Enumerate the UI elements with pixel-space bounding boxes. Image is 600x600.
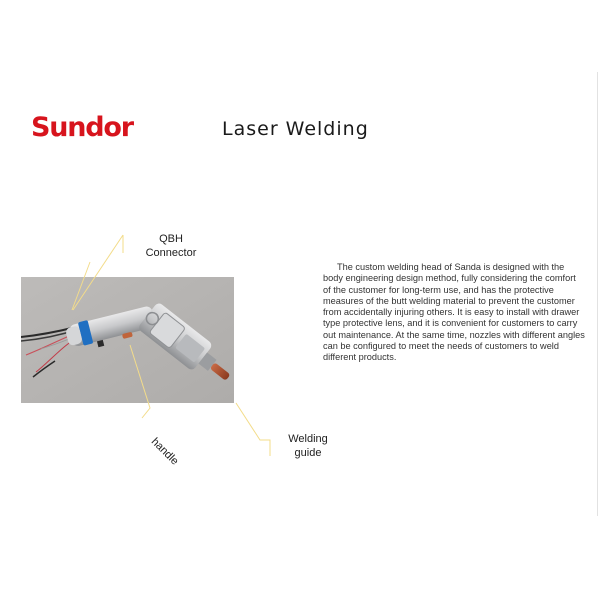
product-description: The custom welding head of Sanda is desi…	[323, 262, 585, 363]
page-title: Laser Welding	[222, 118, 369, 140]
welding-head-photo	[21, 277, 234, 403]
callout-qbh-line2: Connector	[145, 247, 197, 259]
callout-weld-line1: Welding	[288, 433, 328, 445]
callout-welding-guide: Welding guide	[276, 432, 340, 460]
callout-qbh-line1: QBH	[159, 233, 183, 245]
brand-logo: Sundor	[31, 112, 134, 143]
callout-handle: handle	[148, 435, 181, 468]
callout-qbh-connector: QBH Connector	[136, 232, 206, 260]
callout-weld-line2: guide	[294, 447, 322, 459]
slide-edge-divider	[597, 72, 598, 516]
welding-head-illustration	[21, 277, 234, 403]
